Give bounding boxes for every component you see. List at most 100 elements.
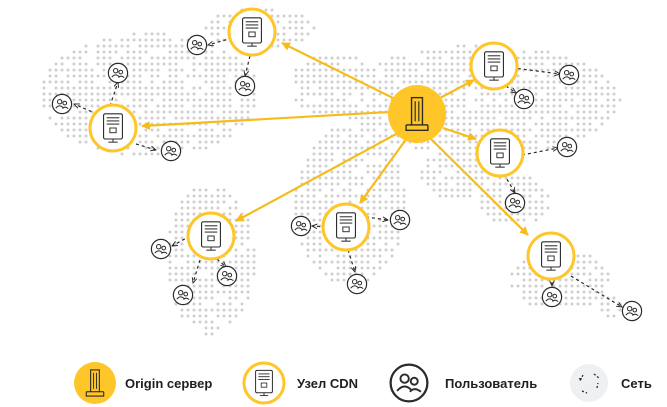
- map-dot: [84, 92, 88, 96]
- map-dot: [210, 140, 214, 144]
- map-dot: [570, 290, 574, 294]
- map-dot: [174, 62, 178, 66]
- server-icon: [242, 17, 262, 47]
- map-dot: [222, 122, 226, 126]
- map-dot: [240, 278, 244, 282]
- map-dot: [384, 146, 388, 150]
- map-dot: [348, 260, 352, 264]
- map-dot: [168, 38, 172, 42]
- map-dot: [588, 110, 592, 114]
- legend: Origin сервер Узел CDN Пользователь Сеть: [74, 361, 652, 405]
- map-dot: [234, 74, 238, 78]
- map-dot: [468, 50, 472, 54]
- map-dot: [186, 266, 190, 270]
- map-dot: [396, 194, 400, 198]
- map-dot: [426, 68, 430, 72]
- map-dot: [612, 86, 616, 90]
- map-dot: [198, 128, 202, 132]
- map-dot: [180, 218, 184, 222]
- map-dot: [108, 92, 112, 96]
- map-dot: [336, 98, 340, 102]
- map-dot: [318, 110, 322, 114]
- map-dot: [240, 68, 244, 72]
- map-dot: [318, 182, 322, 186]
- map-dot: [306, 62, 310, 66]
- map-dot: [306, 32, 310, 36]
- map-dot: [588, 278, 592, 282]
- map-dot: [570, 284, 574, 288]
- map-dot: [432, 188, 436, 192]
- map-dot: [468, 152, 472, 156]
- map-dot: [174, 128, 178, 132]
- map-dot: [192, 320, 196, 324]
- map-dot: [60, 80, 64, 84]
- map-dot: [600, 104, 604, 108]
- map-dot: [186, 200, 190, 204]
- map-dot: [126, 38, 130, 42]
- map-dot: [102, 68, 106, 72]
- map-dot: [330, 194, 334, 198]
- map-dot: [138, 38, 142, 42]
- map-dot: [60, 86, 64, 90]
- map-dot: [546, 68, 550, 72]
- map-dot: [456, 182, 460, 186]
- map-dot: [354, 254, 358, 258]
- map-dot: [522, 194, 526, 198]
- map-dot: [450, 56, 454, 60]
- map-dot: [204, 128, 208, 132]
- map-dot: [48, 98, 52, 102]
- map-dot: [588, 68, 592, 72]
- map-dot: [468, 116, 472, 120]
- map-dot: [78, 86, 82, 90]
- map-dot: [54, 74, 58, 78]
- map-dot: [162, 32, 166, 36]
- map-dot: [252, 266, 256, 270]
- map-dot: [588, 254, 592, 258]
- map-dot: [582, 302, 586, 306]
- map-dot: [546, 74, 550, 78]
- map-dot: [180, 98, 184, 102]
- map-dot: [120, 92, 124, 96]
- map-dot: [540, 302, 544, 306]
- map-dot: [396, 140, 400, 144]
- map-dot: [396, 170, 400, 174]
- map-dot: [144, 32, 148, 36]
- map-dot: [576, 284, 580, 288]
- map-dot: [108, 86, 112, 90]
- map-dot: [420, 170, 424, 174]
- map-dot: [456, 158, 460, 162]
- map-dot: [306, 164, 310, 168]
- map-dot: [204, 314, 208, 318]
- map-dot: [162, 116, 166, 120]
- map-dot: [600, 266, 604, 270]
- map-dot: [594, 74, 598, 78]
- map-dot: [522, 272, 526, 276]
- map-dot: [510, 122, 514, 126]
- map-dot: [462, 146, 466, 150]
- map-dot: [534, 278, 538, 282]
- map-dot: [300, 32, 304, 36]
- map-dot: [306, 200, 310, 204]
- map-dot: [216, 74, 220, 78]
- map-dot: [252, 98, 256, 102]
- map-dot: [174, 116, 178, 120]
- map-dot: [408, 62, 412, 66]
- map-dot: [210, 80, 214, 84]
- map-dot: [150, 110, 154, 114]
- map-dot: [540, 98, 544, 102]
- cdn-node-africa: [321, 202, 371, 252]
- map-dot: [162, 86, 166, 90]
- map-dot: [252, 248, 256, 252]
- map-dot: [246, 98, 250, 102]
- map-dot: [534, 188, 538, 192]
- map-dot: [306, 158, 310, 162]
- map-dot: [540, 188, 544, 192]
- map-dot: [384, 224, 388, 228]
- map-dot: [510, 110, 514, 114]
- map-dot: [540, 284, 544, 288]
- map-dot: [390, 254, 394, 258]
- map-dot: [492, 116, 496, 120]
- map-dot: [552, 128, 556, 132]
- map-dot: [360, 122, 364, 126]
- map-dot: [432, 62, 436, 66]
